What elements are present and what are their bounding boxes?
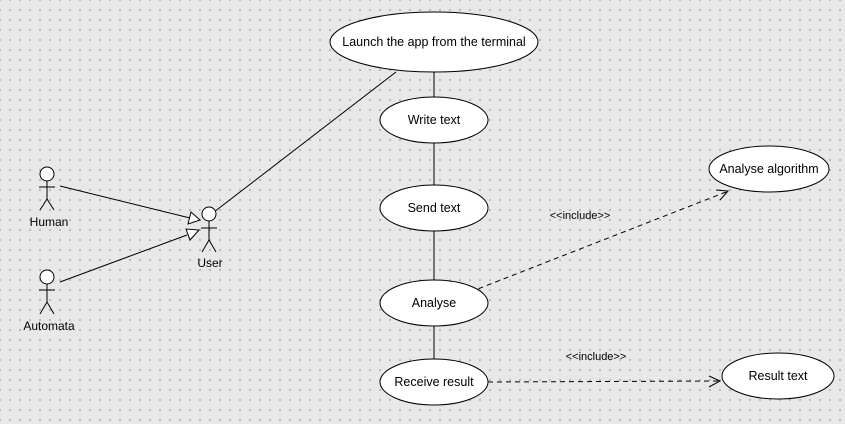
actor-automata[interactable]: [39, 269, 55, 315]
actor-automata-head-icon: [39, 269, 55, 285]
use-case-launch[interactable]: Launch the app from the terminal: [329, 11, 539, 73]
use-case-analyse[interactable]: Analyse: [379, 279, 489, 327]
association-user-launch: [213, 71, 397, 213]
use-case-launch-label: Launch the app from the terminal: [342, 35, 525, 49]
actor-user-label: User: [197, 256, 222, 270]
include-analyse-algorithm: [469, 191, 727, 293]
include-arrowhead-result: [708, 375, 722, 388]
use-case-receive-result-label: Receive result: [394, 375, 474, 389]
use-case-analyse-label: Analyse: [412, 296, 457, 310]
generalization-arrowhead-automata: [185, 228, 201, 241]
use-case-write-text-label: Write text: [408, 113, 461, 127]
use-case-analyse-algorithm-label: Analyse algorithm: [719, 162, 818, 176]
use-case-result-text-label: Result text: [748, 369, 808, 383]
generalization-automata-user: [59, 234, 188, 283]
actor-human-label: Human: [30, 215, 69, 229]
use-case-analyse-algorithm[interactable]: Analyse algorithm: [708, 145, 830, 193]
stereotype-include-1: <<include>>: [550, 210, 611, 222]
stereotype-include-2: <<include>>: [566, 351, 627, 363]
use-case-send-text[interactable]: Send text: [379, 184, 489, 232]
generalization-human-user: [59, 185, 191, 219]
actor-automata-label: Automata: [23, 319, 75, 333]
use-case-write-text[interactable]: Write text: [379, 96, 489, 144]
include-arrowhead-algorithm: [715, 189, 730, 201]
actor-user[interactable]: [201, 206, 217, 253]
actor-user-head-icon: [201, 206, 217, 222]
include-receive-result: [487, 380, 720, 383]
actor-human[interactable]: [39, 166, 55, 211]
use-case-receive-result[interactable]: Receive result: [379, 358, 489, 406]
generalization-arrowhead-human: [187, 211, 201, 225]
use-case-result-text[interactable]: Result text: [721, 352, 835, 400]
use-case-send-text-label: Send text: [408, 201, 461, 215]
actor-human-head-icon: [39, 166, 55, 182]
